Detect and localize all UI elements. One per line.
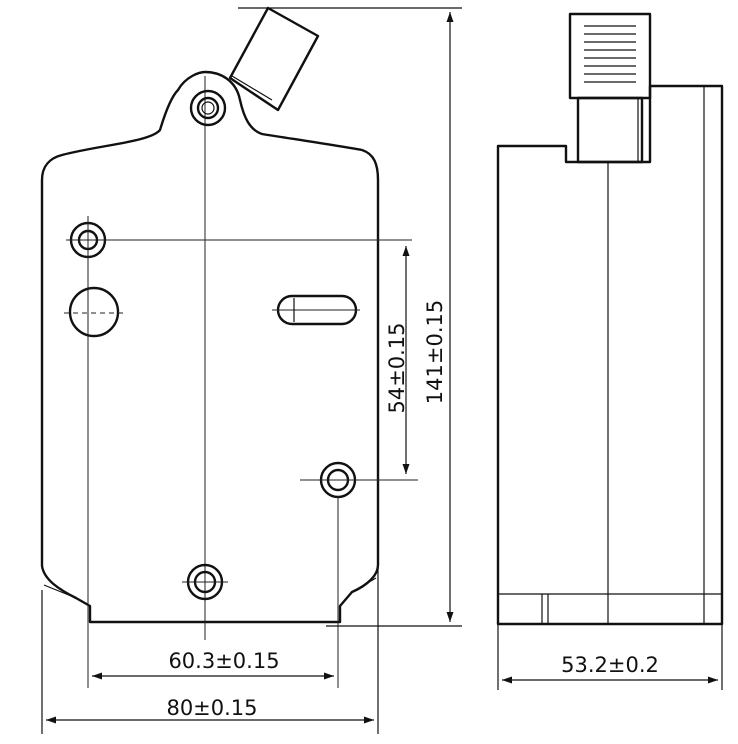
overall-height-label: 141±0.15 (423, 300, 447, 404)
upper-left-hole (66, 216, 412, 264)
front-view (40, 6, 418, 688)
overall-width-label: 80±0.15 (166, 696, 257, 720)
hole-width-label: 60.3±0.15 (168, 649, 279, 673)
hole-spacing-label: 54±0.15 (385, 322, 409, 413)
side-connector (568, 12, 652, 164)
step-line-left (43, 584, 77, 599)
slot (272, 294, 360, 326)
left-large-hole (64, 286, 124, 338)
cable-gland (228, 6, 320, 112)
top-mounting-hole (189, 89, 227, 127)
bottom-mounting-hole (182, 563, 228, 601)
side-dimensions: 53.2±0.2 (497, 624, 723, 690)
step-line-right (351, 577, 377, 593)
lower-right-hole (300, 461, 418, 688)
side-view (496, 12, 724, 626)
side-body-outline (496, 84, 724, 626)
front-dimensions: 60.3±0.15 80±0.15 54±0.15 141±0.15 (41, 7, 462, 734)
front-body-outline (40, 70, 380, 624)
side-depth-label: 53.2±0.2 (561, 653, 659, 677)
